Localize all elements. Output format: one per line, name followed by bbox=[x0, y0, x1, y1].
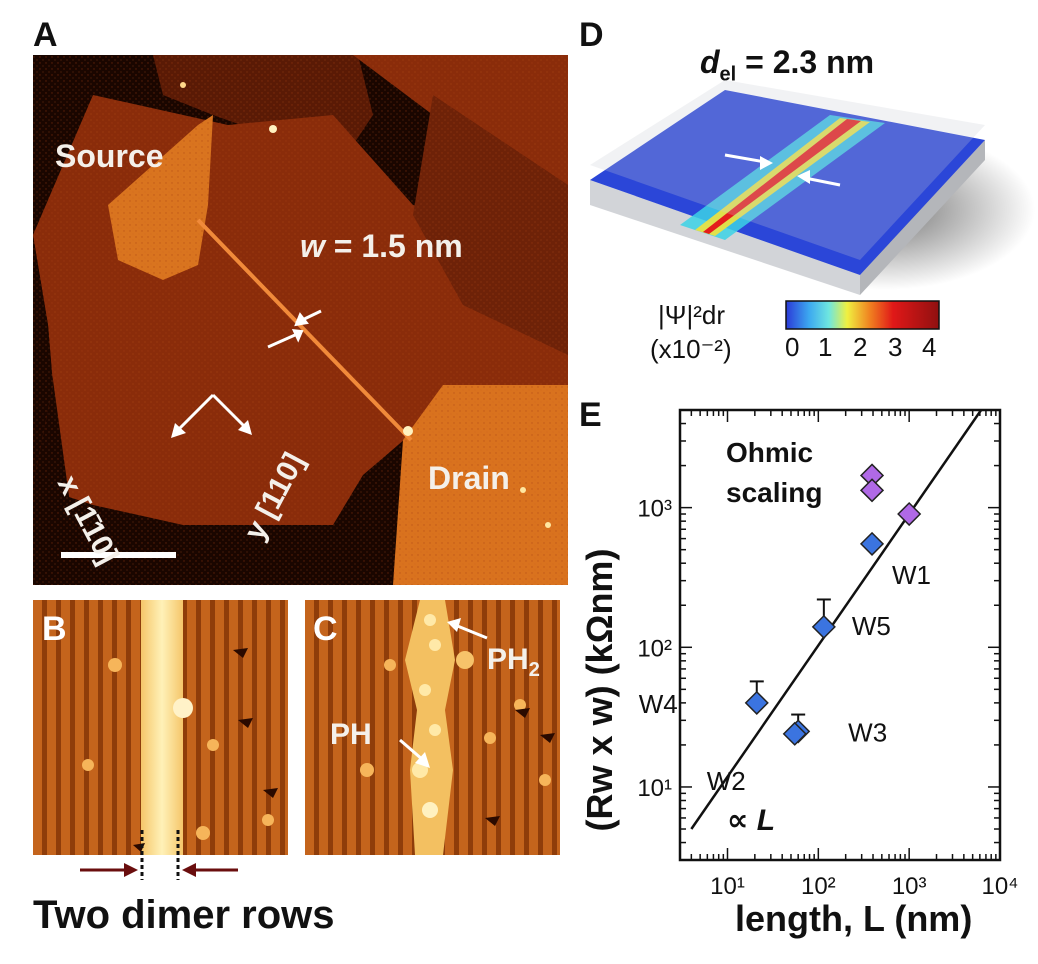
y-axis-label: (Rw x w) (kΩnm) bbox=[579, 548, 620, 832]
ph2-label: PH2 bbox=[487, 643, 540, 682]
d-el-var: d bbox=[700, 44, 720, 80]
two-dimer-rows-caption: Two dimer rows bbox=[33, 893, 335, 937]
x-tick-label-3: 10⁴ bbox=[981, 873, 1018, 900]
purple-point-2 bbox=[897, 501, 922, 527]
wire-width-var: w bbox=[300, 228, 325, 264]
point-label-W3: W3 bbox=[848, 717, 887, 747]
colorbar-tick-2: 2 bbox=[853, 332, 868, 362]
y-tick-label-1: 10² bbox=[637, 635, 672, 662]
ph2-label-sub: 2 bbox=[528, 659, 540, 681]
d-el-value: = 2.3 nm bbox=[736, 44, 875, 80]
panel-a-letter: A bbox=[33, 16, 58, 54]
blue-point-W2 bbox=[782, 721, 807, 746]
colorbar-unit: (x10⁻²) bbox=[650, 334, 732, 364]
colorbar-ticks: 0 1 2 3 4 bbox=[785, 332, 940, 364]
ohmic-fit-line bbox=[690, 409, 983, 830]
proportional-label: ∝ L bbox=[727, 804, 776, 837]
source-label: Source bbox=[55, 138, 164, 174]
d-el-sub: el bbox=[719, 63, 737, 86]
plot-frame bbox=[678, 408, 1002, 862]
colorbar-tick-4: 4 bbox=[922, 332, 937, 362]
ohmic-label-line1: Ohmic bbox=[726, 437, 814, 468]
point-label-W1: W1 bbox=[892, 560, 931, 590]
colorbar-tick-0: 0 bbox=[785, 332, 800, 362]
y-tick-label-0: 10¹ bbox=[637, 775, 672, 802]
point-label-W4: W4 bbox=[639, 689, 678, 719]
x-tick-label-1: 10² bbox=[801, 873, 836, 900]
wire-width-label: w = 1.5 nm bbox=[300, 228, 463, 265]
x-axis-label: length, L (nm) bbox=[735, 898, 973, 939]
colorbar-label: |Ψ|²dr bbox=[658, 300, 726, 330]
panel-c-stm-image bbox=[305, 600, 560, 855]
purple-point-1 bbox=[859, 478, 885, 503]
ohmic-label-line2: scaling bbox=[726, 477, 823, 508]
drain-label: Drain bbox=[428, 460, 510, 496]
panel-b-letter: B bbox=[42, 610, 67, 648]
ph-label: PH bbox=[330, 718, 372, 751]
colorbar-tick-1: 1 bbox=[818, 332, 833, 362]
panel-b-stm-image bbox=[33, 600, 288, 855]
ph2-label-text: PH bbox=[487, 643, 529, 676]
wire-width-value: = 1.5 nm bbox=[324, 228, 463, 264]
y-tick-label-2: 10³ bbox=[637, 496, 672, 523]
x-tick-label-2: 10³ bbox=[892, 873, 927, 900]
panel-d-title: del = 2.3 nm bbox=[700, 44, 874, 86]
panel-a-stm-image bbox=[33, 55, 568, 585]
point-label-W2: W2 bbox=[707, 766, 746, 796]
point-label-W5: W5 bbox=[852, 611, 891, 641]
panel-c-letter: C bbox=[313, 610, 338, 648]
blue-point-W5 bbox=[811, 614, 836, 639]
x-tick-label-0: 10¹ bbox=[710, 873, 745, 900]
colorbar bbox=[785, 300, 940, 330]
blue-point-W4 bbox=[744, 690, 769, 715]
colorbar-tick-3: 3 bbox=[888, 332, 903, 362]
dimer-rows-indicator bbox=[80, 830, 238, 880]
panel-d-letter: D bbox=[579, 16, 604, 54]
panel-e-letter: E bbox=[579, 396, 602, 434]
wavefunction-slab bbox=[590, 80, 1035, 295]
blue-point-W1 bbox=[859, 531, 885, 556]
